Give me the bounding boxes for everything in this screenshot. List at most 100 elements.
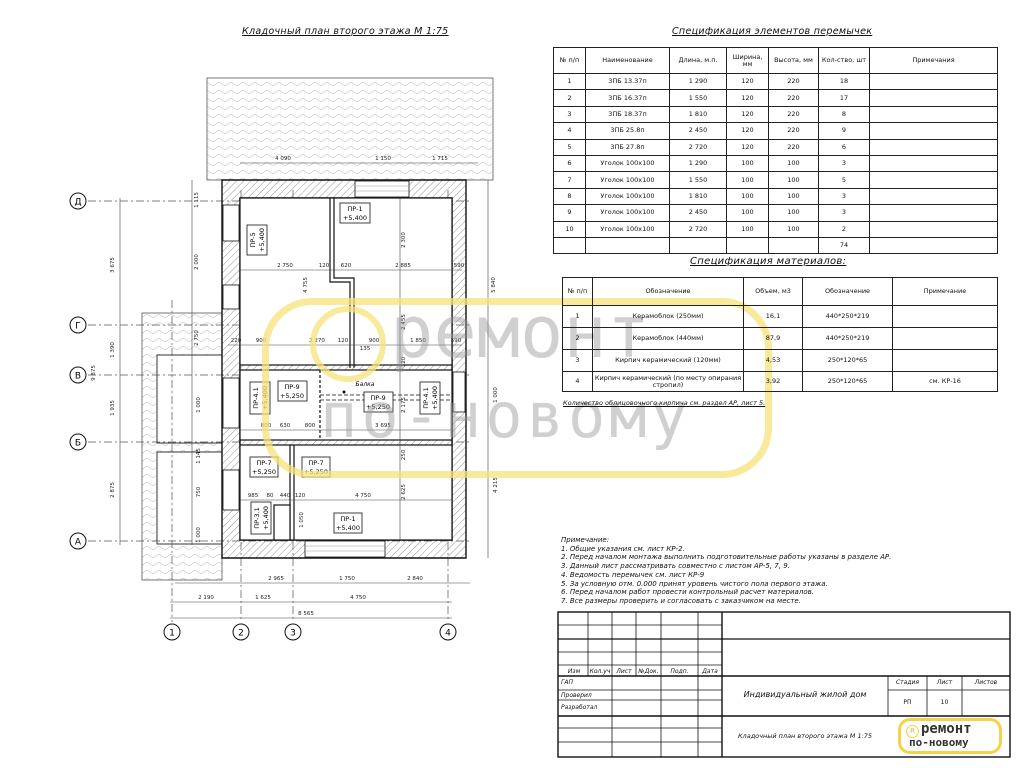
table-cell: 100 [768,171,819,189]
svg-text:220: 220 [231,338,242,344]
tb-stage-label: Стадия [895,679,920,686]
svg-text:+5,400: +5,400 [431,386,439,410]
svg-text:250: 250 [401,449,407,460]
svg-text:1 625: 1 625 [255,595,271,601]
table-cell: 220 [768,72,819,91]
svg-text:Б: Б [75,439,81,449]
svg-text:2 885: 2 885 [395,263,411,269]
lintel-tag: ПР-3.1+5,400 [250,501,272,535]
svg-text:1 715: 1 715 [432,156,448,162]
table-cell: 2 [553,89,586,107]
table-cell: 3 [818,154,870,173]
table-cell: 100 [768,220,819,238]
notes-heading: Примечание: [561,536,610,544]
table-cell [869,138,998,156]
tb-role: Разработал [561,704,598,711]
top-terrace [206,77,494,181]
table-cell: 5 [553,138,586,156]
table-cell: Уголок 100х100 [585,187,670,206]
svg-text:5 840: 5 840 [491,277,497,293]
table-cell: Керамоблок (250мм) [592,305,744,328]
table-cell: 100 [768,187,819,206]
table-cell: 3ПБ 13.37п [585,72,670,91]
lintel-tag: ПР-9+5,250 [277,380,308,402]
svg-text:ПР-5: ПР-5 [249,232,257,247]
svg-text:ПР-7: ПР-7 [308,459,323,467]
table-cell: 8 [553,187,586,206]
svg-text:2: 2 [238,629,244,639]
table-cell: 1 290 [669,154,727,173]
notes: Примечание: 1. Общие указания см. лист К… [561,536,891,606]
table-cell: 100 [726,220,769,238]
logo-text-2: по-новому [909,736,969,749]
svg-text:3: 3 [290,629,296,639]
svg-text:3 675: 3 675 [110,257,116,273]
table-cell: 2 [818,220,870,238]
svg-text:120: 120 [401,356,407,367]
table-cell: 100 [768,154,819,173]
table-cell: 3 [562,349,593,372]
table-cell: 3,92 [743,371,803,392]
windows [222,180,466,558]
svg-text:4 750: 4 750 [350,595,366,601]
table-cell: 3 [553,105,586,124]
axis-marker-1 [163,623,181,641]
materials-title: Спецификация материалов: [690,256,847,267]
svg-text:8 565: 8 565 [298,611,314,617]
table-cell [892,327,998,350]
svg-text:4 090: 4 090 [275,156,291,162]
tb-stage: РП [903,699,912,706]
table-cell: 18 [818,72,870,91]
registered-mark-icon: R [906,725,919,738]
table-cell [869,89,998,107]
table-cell: 2 450 [669,204,727,222]
tb-col-label: Подп. [670,668,689,675]
table-cell: 5 [818,171,870,189]
svg-text:2 965: 2 965 [268,576,284,582]
axis-marker-g [69,316,87,334]
tb-col-label: №Док. [638,668,659,675]
svg-text:9 875: 9 875 [91,365,97,381]
lintel-tag: ПР-9+5,250 [363,391,394,413]
table-cell: 6 [818,138,870,156]
table-cell: Уголок 100х100 [585,154,670,173]
logo-text-1: ремонт [921,721,972,737]
table-cell: 2 720 [669,220,727,238]
axis-marker-4 [439,623,457,641]
table-cell: 250*120*65 [802,371,893,392]
table-cell: 7 [553,171,586,189]
table-cell: 220 [768,138,819,156]
svg-text:985: 985 [248,493,259,499]
table-cell: 250*120*65 [802,349,893,372]
svg-text:ПР-1: ПР-1 [340,515,355,523]
lintel-tag: ПР-1+5,400 [333,512,363,534]
svg-text:ПР-1: ПР-1 [347,205,362,213]
spec-title: Спецификация элементов перемычек [672,26,873,37]
table-cell: 100 [726,187,769,206]
svg-text:ПР-4.1: ПР-4.1 [252,387,260,409]
axis-marker-2 [232,623,250,641]
svg-text:А: А [75,538,82,548]
table-cell: 9 [553,204,586,222]
table-cell: 3 [818,187,870,206]
svg-text:ПР-7: ПР-7 [256,459,271,467]
svg-text:590: 590 [451,338,462,344]
table-cell: 440*250*219 [802,305,893,328]
table-cell: 3ПБ 16.37п [585,89,670,107]
table-cell: 1 [562,305,593,328]
tb-sheet-label: Лист [936,679,953,686]
table-cell [892,349,998,372]
svg-text:+5,400: +5,400 [336,524,360,532]
svg-text:120: 120 [295,493,306,499]
note-item: 2. Перед началом монтажа выполнить подго… [561,553,892,562]
svg-text:Г: Г [75,322,81,332]
table-cell: 100 [726,171,769,189]
